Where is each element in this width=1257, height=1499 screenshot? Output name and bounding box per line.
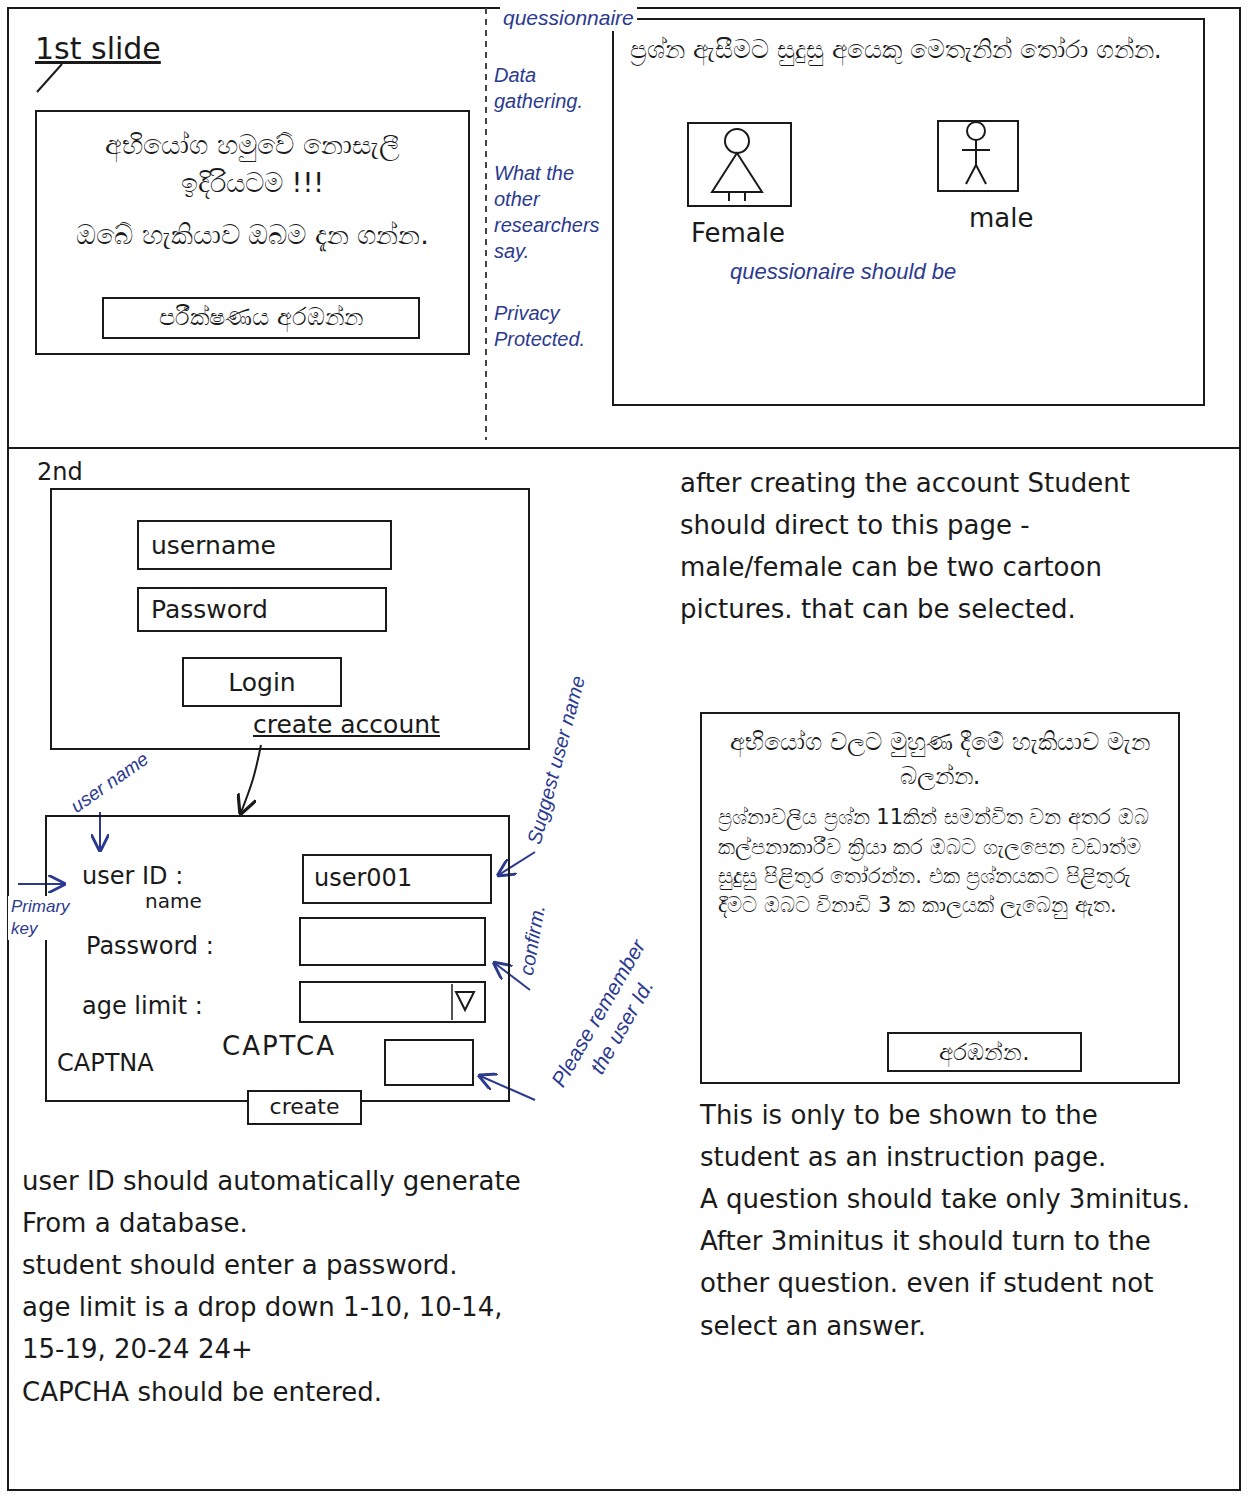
caption-text: CAPTNA <box>57 1047 154 1081</box>
start-button: පරීක්ෂණය අරඹන්න <box>102 297 420 339</box>
box-text: Login <box>184 665 340 700</box>
margin-note: Data gathering. <box>494 62 606 114</box>
margin-note: quessionaire should be <box>730 258 956 287</box>
caption-text: user ID : <box>82 860 183 894</box>
design-note: student should enter a password. <box>22 1244 522 1286</box>
box-text: ප්‍රශ්න ඇසීමට සුදුසු අයෙකු මෙතැනින් තෝරා… <box>630 32 1187 67</box>
leader-arrow <box>478 1075 535 1100</box>
female-leg <box>744 192 746 201</box>
captcha-field <box>385 1040 473 1085</box>
flow-arrow <box>240 745 261 815</box>
slide-panel: 1st slideඅභියෝග හමුවේ නොසැලී ඉදිරියටම !!… <box>35 110 470 355</box>
login-panel: 2ndusernamePasswordLogincreate account <box>50 488 530 750</box>
caption-text: 1st slide <box>35 28 161 70</box>
margin-note: user name <box>66 747 154 819</box>
caption-text: Female <box>691 215 785 251</box>
input-field: username <box>137 520 392 570</box>
instruction-panel: අභියෝග වලට මුහුණ දීමේ හැකියාව මැන බලන්න.… <box>700 712 1180 1084</box>
margin-note: Privacy Protected. <box>494 300 606 352</box>
margin-note: quessionnaire <box>500 4 637 31</box>
login-button: Login <box>182 657 342 707</box>
male-head <box>967 122 985 140</box>
leader-arrow <box>497 852 535 876</box>
captcha-text: CAPTCA <box>222 1030 336 1064</box>
binding-line <box>485 8 487 440</box>
create-button: create <box>247 1090 362 1125</box>
box-text: ප්‍රශ්නාවලිය ප්‍රශ්න 11කින් සමන්විත වන අ… <box>718 803 1162 921</box>
male-leg <box>966 165 976 184</box>
male-body <box>975 140 977 165</box>
box-text: ඔබේ හැකියාව ඔබම දැන ගන්න. <box>53 216 452 254</box>
avatar-option: Female <box>687 122 792 207</box>
divider-line <box>8 447 1240 449</box>
questionnaire-panel: ප්‍රශ්න ඇසීමට සුදුසු අයෙකු මෙතැනින් තෝරා… <box>612 18 1205 406</box>
male-arms <box>962 149 990 151</box>
input-field: Password <box>137 587 387 632</box>
design-note: user ID should automatically generate Fr… <box>22 1160 522 1244</box>
caption-text: age limit : <box>82 990 203 1024</box>
design-note: age limit is a drop down 1-10, 10-14, 15… <box>22 1286 522 1370</box>
password-field <box>300 918 485 965</box>
margin-note: Suggest user name <box>521 673 591 847</box>
leader-arrow <box>99 812 101 852</box>
avatar-option: male <box>937 120 1019 192</box>
female-dress <box>712 153 762 192</box>
leader-arrow <box>18 883 66 885</box>
start-button: අරඹන්න. <box>887 1032 1082 1072</box>
field-label: name <box>145 888 202 914</box>
box-text: අභියෝග වලට මුහුණ දීමේ හැකියාව මැන බලන්න. <box>718 726 1162 793</box>
caption-text: 2nd <box>37 456 83 490</box>
dropdown-divider <box>451 984 453 1020</box>
male-leg <box>976 165 986 184</box>
input-field: user001 <box>302 854 492 904</box>
design-note: This is only to be shown to the student … <box>700 1094 1205 1178</box>
notes-column: user ID should automatically generate Fr… <box>22 1160 522 1413</box>
box-text: Password <box>151 592 373 627</box>
page-frame <box>8 8 1240 1490</box>
margin-note: Please remember the user Id. <box>544 933 676 1108</box>
pen-stroke <box>37 64 62 92</box>
design-note: CAPCHA should be entered. <box>22 1371 522 1413</box>
notes-column: This is only to be shown to the student … <box>700 1094 1205 1347</box>
box-text: create account <box>253 707 511 742</box>
design-note: A question should take only 3minitus. Af… <box>700 1178 1205 1346</box>
box-text: පරීක්ෂණය අරඹන්න <box>104 301 418 335</box>
dropdown-arrow <box>456 992 474 1010</box>
caption-text: male <box>969 200 1033 236</box>
female-leg <box>728 192 730 201</box>
box-text: username <box>151 528 378 563</box>
box-text: create <box>249 1092 360 1123</box>
design-note: after creating the account Student shoul… <box>680 462 1200 630</box>
create-link: create account <box>247 705 517 743</box>
female-head <box>725 129 749 153</box>
box-text: අභියෝග හමුවේ නොසැලී ඉදිරියටම !!! <box>53 126 452 202</box>
dropdown-field <box>300 982 485 1022</box>
margin-note: What the other researchers say. <box>494 160 606 264</box>
margin-note: Primary key <box>8 896 80 940</box>
margin-note: confirm. <box>513 903 551 978</box>
box-text: user001 <box>314 862 480 896</box>
caption-text: Password : <box>86 930 214 964</box>
box-text: අරඹන්න. <box>889 1036 1080 1068</box>
